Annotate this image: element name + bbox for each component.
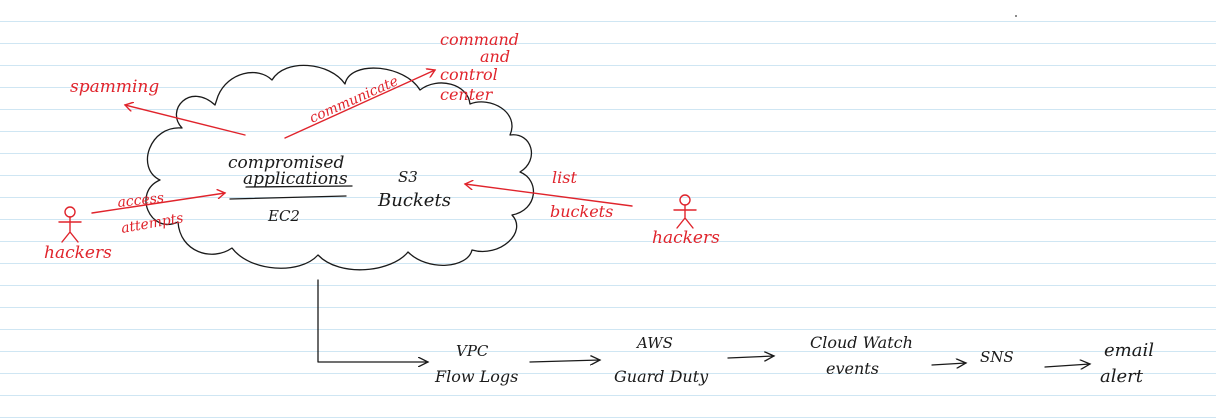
access-label: access <box>117 190 165 211</box>
attempts-label: attempts <box>120 210 185 237</box>
cloud-watch-label: Cloud Watch <box>810 333 913 352</box>
events-label: events <box>826 359 879 378</box>
ec2-label: EC2 <box>267 207 300 225</box>
hackers-right-label: hackers <box>652 228 720 248</box>
list-buckets-arrow <box>465 184 633 207</box>
guard-duty-label: Guard Duty <box>614 367 709 386</box>
alert-label: alert <box>1100 366 1144 387</box>
stray-dot <box>1015 15 1017 17</box>
vpc-to-guardduty-arrow <box>529 360 600 362</box>
buckets-label: Buckets <box>377 190 451 211</box>
compromised-label: compromised <box>228 153 344 173</box>
hackers-left-label: hackers <box>44 243 112 263</box>
c2-line2: and <box>480 47 510 66</box>
email-label: email <box>1104 340 1154 361</box>
c2-line3: control <box>440 65 498 84</box>
spamming-label: spamming <box>70 77 159 97</box>
hacker-left-icon <box>58 206 82 243</box>
flow-logs-label: Flow Logs <box>434 367 518 386</box>
s3-label: S3 <box>398 168 418 186</box>
vpc-label: VPC <box>456 342 489 360</box>
cloud-to-vpc-arrow <box>317 279 428 362</box>
cloudwatch-to-sns-arrow <box>931 363 966 365</box>
apps-underline <box>245 185 353 188</box>
sns-to-email-arrow <box>1044 364 1090 367</box>
guardduty-to-cloudwatch-arrow <box>727 356 774 358</box>
hacker-right-icon <box>673 194 697 229</box>
aws-label: AWS <box>635 334 673 352</box>
communicate-label: communicate <box>307 73 401 126</box>
access-arrow <box>91 193 225 214</box>
sns-label: SNS <box>980 348 1014 366</box>
buckets-threat-label: buckets <box>550 202 613 221</box>
communicate-arrow <box>284 70 435 139</box>
c2-line1: command <box>440 30 519 49</box>
ec2-divider <box>229 195 347 200</box>
list-label: list <box>552 168 577 187</box>
c2-line4: center <box>440 85 494 104</box>
cloud-outline <box>145 64 535 271</box>
spamming-arrow <box>125 105 246 136</box>
applications-label: applications <box>243 169 348 189</box>
